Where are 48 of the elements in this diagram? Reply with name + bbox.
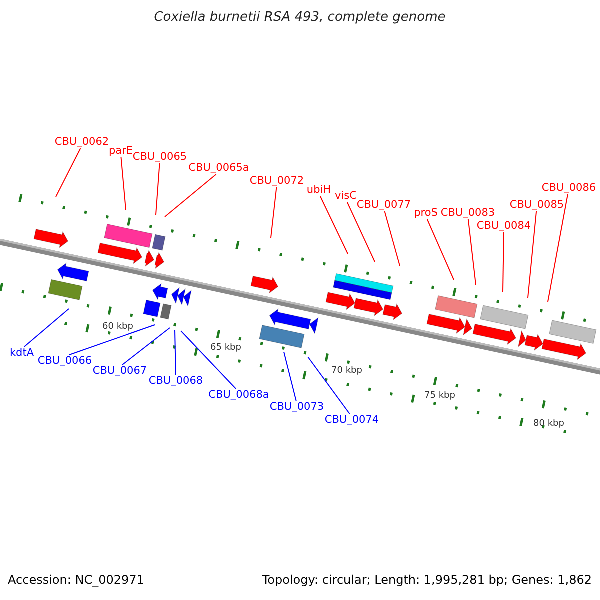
scale-label: 60 kbp bbox=[102, 323, 134, 332]
scale-label: 75 kbp bbox=[424, 392, 456, 401]
leader-line bbox=[122, 328, 170, 366]
leader-line bbox=[528, 211, 538, 298]
gene-label: CBU_0086 bbox=[542, 183, 596, 194]
gene-label: CBU_0077 bbox=[356, 200, 412, 210]
scale-label: 70 kbp bbox=[332, 367, 362, 376]
gene-label: ubiH bbox=[306, 185, 332, 196]
gene-label: CBU_0066 bbox=[38, 356, 92, 366]
leader-line bbox=[120, 157, 126, 210]
gene-label: kdtA bbox=[10, 348, 34, 358]
gene-label: CBU_0067 bbox=[92, 366, 148, 376]
leader-line bbox=[164, 174, 217, 218]
gene-label: CBU_0068 bbox=[148, 376, 204, 386]
leader-line bbox=[174, 330, 176, 376]
scale-label: 65 kbp bbox=[210, 344, 242, 353]
leader-line bbox=[56, 148, 82, 198]
leader-line bbox=[180, 330, 237, 390]
leader-line bbox=[346, 202, 376, 262]
gene-label: CBU_0074 bbox=[324, 415, 380, 426]
leader-line bbox=[320, 196, 348, 254]
leader-line bbox=[468, 219, 476, 286]
scale-label: 80 kbp bbox=[534, 420, 564, 429]
leader-line bbox=[426, 219, 454, 280]
gene-label: CBU_0065a bbox=[188, 163, 250, 174]
gene-label: CBU_0085 bbox=[510, 200, 564, 210]
gene-label: CBU_0068a bbox=[208, 390, 270, 400]
gene-label: CBU_0065 bbox=[132, 152, 188, 162]
leader-line bbox=[502, 232, 504, 292]
gene-label: CBU_0083 bbox=[440, 208, 496, 218]
gene-label: CBU_0073 bbox=[270, 402, 324, 412]
leader-line bbox=[308, 356, 350, 414]
leader-line bbox=[24, 308, 70, 348]
leader-line bbox=[548, 194, 568, 302]
gene-label: CBU_0062 bbox=[54, 137, 110, 148]
leader-line bbox=[69, 324, 156, 356]
leader-line bbox=[270, 187, 278, 238]
leader-line bbox=[384, 211, 400, 266]
title: Coxiella burnetii RSA 493, complete genome bbox=[154, 11, 446, 24]
footer-text: Accession: NC_002971 bbox=[8, 574, 144, 586]
gene-label: parE bbox=[108, 146, 134, 156]
gene-label: CBU_0072 bbox=[250, 176, 304, 186]
leader-line bbox=[284, 352, 297, 402]
footer-text: Topology: circular; Length: 1,995,281 bp; Genes: 1,862 bbox=[262, 574, 592, 586]
gene-label: proS bbox=[414, 208, 438, 218]
gene-label: visC bbox=[335, 191, 357, 202]
gene-label: CBU_0084 bbox=[476, 221, 532, 232]
leader-line bbox=[156, 163, 160, 216]
